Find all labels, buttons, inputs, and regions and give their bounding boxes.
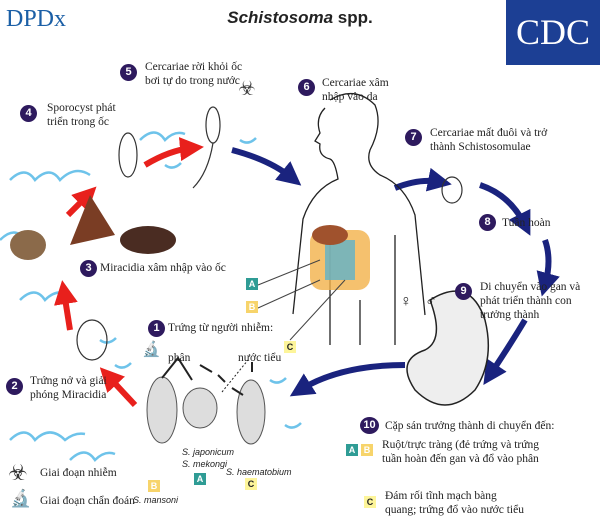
tag-c-destination: C <box>364 496 376 508</box>
species-mansoni: S. mansoni <box>133 495 179 505</box>
page-title: Schistosoma spp. <box>227 8 373 27</box>
dpdx-logo: DPDx <box>6 6 67 32</box>
species-mekongi: S. mekongi <box>182 459 228 469</box>
tag-b-mansoni: B <box>148 480 160 492</box>
tag-c-human: C <box>284 341 296 353</box>
adult-worm-pair <box>406 290 490 406</box>
step-badge-4: 4 <box>20 105 37 122</box>
biohazard-icon: ☣ <box>238 78 256 100</box>
step-label-8: Tuần hoàn <box>502 217 551 229</box>
step-badge-2: 2 <box>6 378 23 395</box>
tag-b-human: B <box>246 301 258 313</box>
feces-label: phân <box>168 352 191 364</box>
badge-leader-lines <box>257 259 346 341</box>
snails <box>10 195 176 260</box>
legend-microscope-icon: 🔬 <box>10 489 32 508</box>
male-symbol: ♂ <box>425 293 437 310</box>
legend-infective-stage: Giai đoạn nhiễm <box>40 467 117 479</box>
legend-diagnostic-stage: Giai đoạn chẩn đoán <box>40 495 135 507</box>
species-haematobium: S. haematobium <box>226 467 292 477</box>
step-badge-3: 3 <box>80 260 97 277</box>
tag-c-haematobium: C <box>245 478 257 490</box>
cdc-logo: CDC <box>506 0 600 65</box>
step-badge-5: 5 <box>120 64 137 81</box>
human-figure <box>292 93 426 345</box>
sporocyst-and-cercaria <box>76 106 463 361</box>
step-badge-9: 9 <box>455 283 472 300</box>
step-label-10: Cặp sán trưởng thành di chuyển đến: <box>385 420 555 432</box>
red-arrows <box>54 137 204 408</box>
species-japonicum: S. japonicum <box>182 447 235 457</box>
female-symbol: ♀ <box>400 293 412 310</box>
step-label-1: Trứng từ người nhiễm: <box>168 322 274 334</box>
step-badge-6: 6 <box>298 79 315 96</box>
step-label-3: Miracidia xâm nhập vào ốc <box>100 262 226 274</box>
tag-a-destination: A <box>346 444 358 456</box>
step-badge-10: 10 <box>360 417 379 434</box>
step-badge-8: 8 <box>479 214 496 231</box>
eggs <box>146 356 266 445</box>
step-badge-7: 7 <box>405 129 422 146</box>
urine-label: nước tiểu <box>238 352 282 364</box>
tag-b-destination: B <box>361 444 373 456</box>
tag-a-japonicum: A <box>194 473 206 485</box>
microscope-icon: 🔬 <box>142 342 161 358</box>
legend-biohazard-icon: ☣ <box>8 460 28 485</box>
step-badge-1: 1 <box>148 320 165 337</box>
blue-arrows <box>231 147 560 397</box>
tag-a-human: A <box>246 278 258 290</box>
